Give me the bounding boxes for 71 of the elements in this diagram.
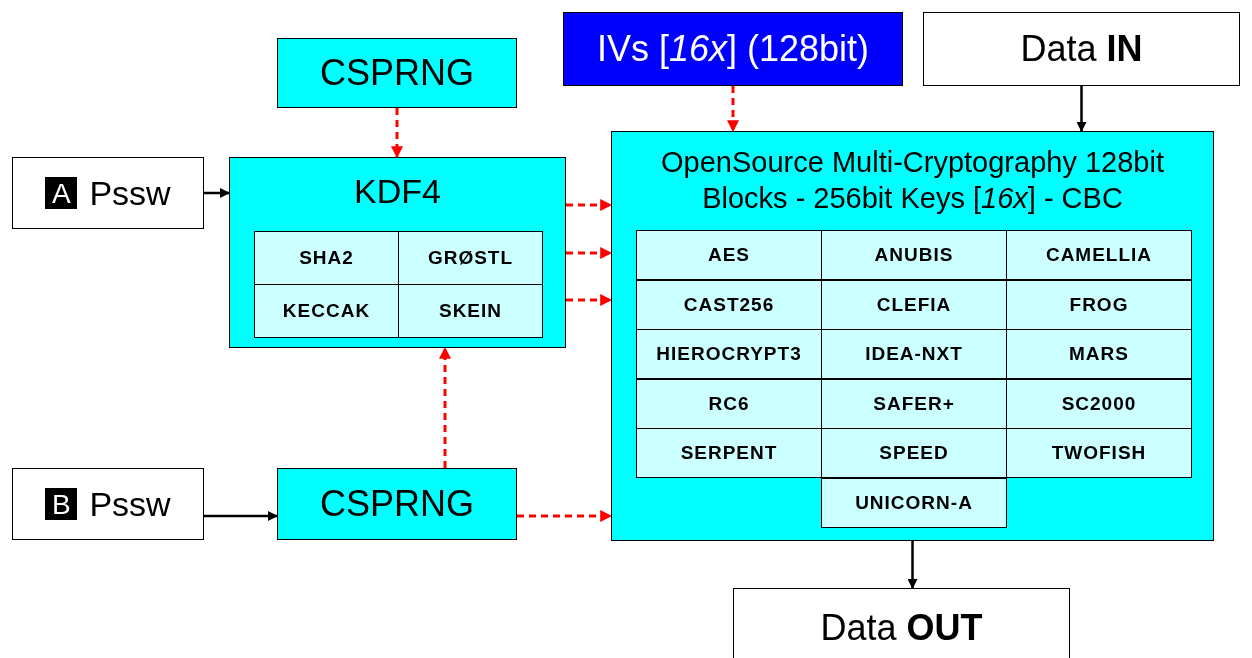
node-label: OpenSource Multi-Cryptography 128bit Blocks - 256bit Keys [16x] - CBC (660, 145, 1165, 216)
algorithm-cell (636, 378, 822, 429)
arrow (566, 247, 613, 259)
algorithm-cell (821, 378, 1007, 429)
algorithm-name: SAFER+ (872, 392, 956, 415)
algorithm-cell (1006, 428, 1192, 478)
node-label: Pssw (89, 173, 171, 213)
process-box (277, 468, 517, 540)
algorithm-cell (254, 231, 399, 285)
algorithm-name: SPEED (878, 442, 950, 464)
algorithm-cell (821, 279, 1007, 330)
arrow (204, 511, 278, 521)
algorithm-name: AES (706, 244, 752, 266)
algorithm-cell (1006, 230, 1192, 280)
node-label: Data OUT (819, 607, 984, 649)
arrow (727, 86, 739, 133)
algorithm-name: HIEROCRYPT3 (655, 343, 803, 365)
algorithm-cell (254, 284, 399, 338)
algorithm-cell (636, 230, 822, 280)
arrow (566, 294, 613, 306)
letter-badge: B (45, 488, 78, 520)
algorithm-name: GRØSTL (426, 247, 515, 269)
algorithm-name: FROG (1068, 293, 1130, 316)
node-label: CSPRNG (319, 52, 475, 94)
algorithm-cell (636, 428, 822, 478)
algorithm-name: ANUBIS (873, 244, 955, 266)
node-label: CSPRNG (319, 483, 475, 525)
process-box (611, 131, 1214, 541)
input-box (563, 12, 903, 86)
process-box (229, 157, 566, 348)
input-box (12, 468, 204, 540)
algorithm-cell (398, 231, 543, 285)
algorithm-name: UNICORN-A (854, 491, 974, 514)
node-label: IVs [16x] (128bit) (595, 28, 871, 70)
algorithm-name: CAST256 (682, 293, 776, 316)
arrow (1076, 86, 1087, 132)
algorithm-name: SERPENT (679, 442, 779, 464)
node-label: Pssw (89, 484, 171, 524)
algorithm-cell (1006, 279, 1192, 330)
algorithm-cell (821, 329, 1007, 379)
algorithm-cell (821, 477, 1007, 528)
node-label: KDF4 (353, 172, 442, 211)
algorithm-cell (1006, 378, 1192, 429)
input-box (12, 157, 204, 229)
arrow (566, 199, 613, 211)
algorithm-name: KECCAK (281, 300, 372, 322)
arrow (391, 108, 403, 159)
arrow (204, 188, 230, 198)
algorithm-cell (1006, 329, 1192, 379)
algorithm-cell (821, 428, 1007, 478)
algorithm-name: TWOFISH (1050, 442, 1148, 464)
algorithm-name: SKEIN (437, 300, 504, 322)
algorithm-name: RC6 (707, 392, 751, 415)
arrow (907, 541, 918, 589)
algorithm-cell (636, 279, 822, 330)
algorithm-name: CLEFIA (875, 293, 953, 316)
algorithm-cell (398, 284, 543, 338)
algorithm-name: IDEA-NXT (864, 343, 964, 365)
algorithm-name: SC2000 (1060, 392, 1138, 415)
arrow (517, 510, 613, 522)
algorithm-name: MARS (1068, 343, 1130, 365)
algorithm-name: CAMELLIA (1044, 244, 1154, 266)
process-box (277, 38, 517, 108)
algorithm-cell (821, 230, 1007, 280)
letter-badge: A (45, 177, 78, 209)
node-label: Data IN (1019, 28, 1144, 70)
arrow (439, 346, 451, 468)
algorithm-name: SHA2 (298, 247, 355, 269)
data-box (923, 12, 1240, 86)
algorithm-cell (636, 329, 822, 379)
data-box (733, 588, 1070, 658)
